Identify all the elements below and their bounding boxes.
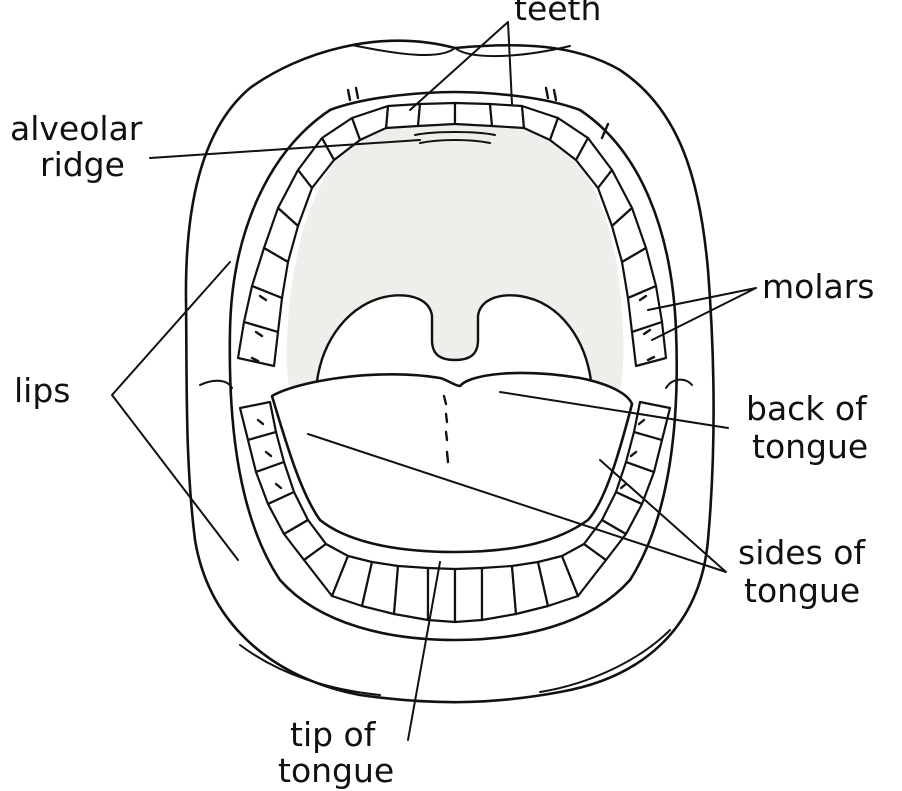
label-molars: molars — [762, 267, 875, 306]
upper-front-tooth-4 — [490, 104, 524, 128]
label-alveolar-ridge-line2: ridge — [40, 145, 125, 184]
teeth-leader — [410, 22, 512, 110]
lips-leader — [112, 262, 238, 560]
tongue — [272, 373, 632, 552]
upper-front-tooth-2 — [418, 103, 455, 126]
lower-right-tooth-1 — [634, 402, 670, 440]
label-tip-of-tongue-line1: tip of — [290, 715, 377, 754]
label-sides-of-tongue-line1: sides of — [738, 533, 866, 572]
label-back-of-tongue-line1: back of — [746, 389, 868, 428]
upper-front-tooth-3 — [455, 103, 492, 126]
label-lips: lips — [14, 371, 70, 410]
label-teeth: teeth — [514, 0, 601, 28]
label-tip-of-tongue-line2: tongue — [278, 751, 394, 790]
label-alveolar-ridge-line1: alveolar — [10, 109, 143, 148]
label-back-of-tongue-line2: tongue — [752, 427, 868, 466]
label-sides-of-tongue-line2: tongue — [744, 571, 860, 610]
upper-front-tooth-1 — [386, 104, 420, 128]
